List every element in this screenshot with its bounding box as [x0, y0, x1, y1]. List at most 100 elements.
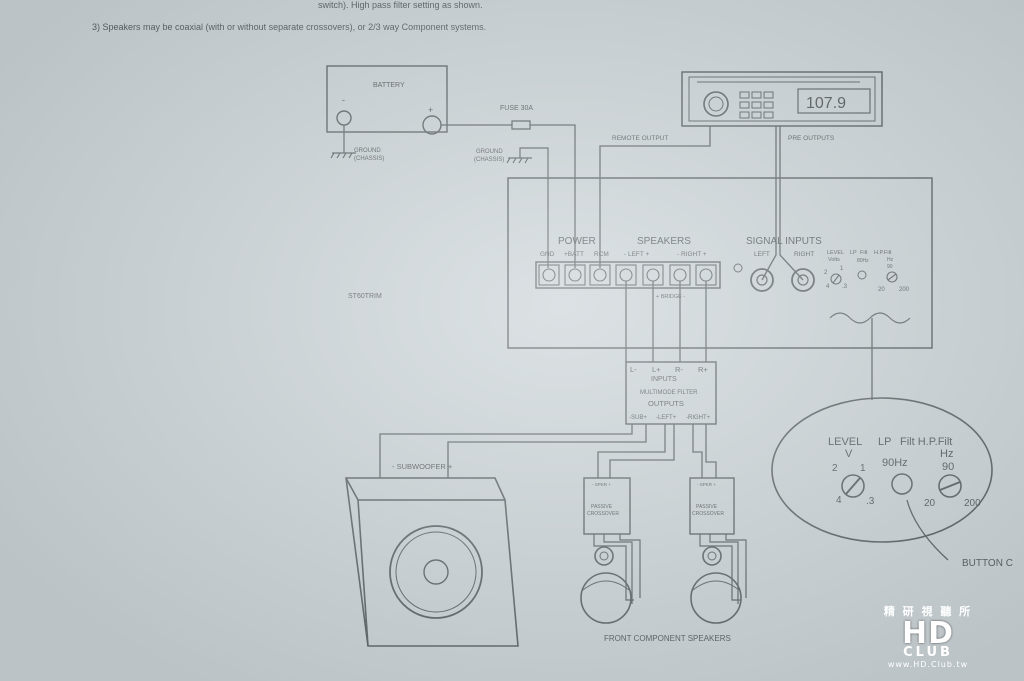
level-mark-4: 4	[826, 284, 830, 290]
amp-ground-label-2: (CHASSIS)	[474, 157, 504, 163]
zoom-hp-mark-200: 200	[964, 498, 981, 509]
zoom-lp-label: LP	[878, 436, 891, 448]
rca-left-label: LEFT	[754, 251, 770, 258]
signal-heading: SIGNAL INPUTS	[746, 236, 822, 247]
button-callout: BUTTON C	[962, 558, 1013, 569]
left-crossover-label-1: PASSIVE	[591, 504, 613, 510]
controls-zoom: LEVEL V LP Filt H.P.Filt 90Hz Hz 90 2 1 …	[771, 397, 1013, 569]
terminal-label-left: - LEFT +	[624, 251, 650, 258]
speakers-heading: SPEAKERS	[637, 236, 691, 247]
head-unit-buttons	[739, 91, 774, 119]
filter-input-r-minus: R-	[675, 365, 683, 374]
left-crossover: - SPKR + PASSIVE CROSSOVER	[583, 477, 631, 535]
filt-label: Filt	[860, 250, 868, 256]
battery-neg-label: -	[342, 95, 345, 105]
amplifier: ST60TRIM POWER SPEAKERS SIGNAL INPUTS GN…	[348, 177, 933, 349]
zoom-hz-label: Hz	[940, 448, 953, 460]
watermark-club: CLUB	[903, 645, 953, 660]
zoom-level-label: LEVEL	[828, 436, 862, 448]
zoom-hp-mark-20: 20	[924, 498, 936, 509]
right-component-speaker	[690, 546, 742, 624]
battery: BATTERY - +	[326, 65, 448, 135]
lp-freq-label: 80Hz	[857, 258, 869, 264]
fuse	[511, 120, 531, 130]
level-label: LEVEL	[827, 250, 844, 256]
hp-top-label: 90	[887, 264, 893, 270]
left-tweeter	[594, 546, 614, 566]
fuse-label: FUSE 30A	[500, 105, 533, 112]
front-speakers-label: FRONT COMPONENT SPEAKERS	[604, 634, 731, 643]
filter-output-right: -RIGHT+	[686, 415, 711, 421]
subwoofer-dustcap	[423, 559, 449, 585]
filter-name: MULTIMODE FILTER	[640, 390, 698, 396]
frequency-display-text: 107.9	[806, 95, 846, 112]
filter-input-r-plus: R+	[698, 365, 708, 374]
right-crossover-label-2: CROSSOVER	[692, 511, 724, 517]
left-component-speaker	[580, 546, 632, 624]
crossover-wires	[597, 424, 717, 478]
left-crossover-tag: - SPKR +	[592, 482, 611, 487]
zoom-lp-freq: 90Hz	[882, 457, 908, 469]
battery-neg-terminal	[336, 110, 352, 126]
level-mark-2: 2	[824, 270, 828, 276]
hp-mark-20: 20	[878, 287, 885, 293]
filter-output-left: -LEFT+	[656, 415, 677, 421]
right-crossover-tag: - SPKR +	[697, 482, 716, 487]
terminal-label-gnd: GND	[540, 251, 555, 258]
zoom-lp-button	[891, 473, 913, 495]
lp-button	[857, 270, 867, 280]
watermark-hd: HD	[901, 616, 954, 651]
filter-outputs-title: OUTPUTS	[648, 399, 684, 408]
subwoofer-box	[345, 477, 519, 647]
amp-ground: GROUND (CHASSIS)	[474, 147, 549, 268]
bridge-label: + BRIDGE -	[656, 294, 685, 300]
volts-label: Volts	[828, 257, 840, 263]
level-mark-1: 1	[840, 266, 844, 272]
watermark-cn: 精 研 視 聽 所	[883, 605, 973, 618]
battery-title: BATTERY	[373, 82, 405, 89]
amp-ground-label-1: GROUND	[476, 149, 503, 155]
amp-controls: LEVEL Volts LP Filt 80Hz H.P.Filt Hz 90 …	[824, 250, 910, 293]
terminal-strip	[535, 261, 721, 289]
volume-knob	[703, 91, 729, 117]
right-crossover: - SPKR + PASSIVE CROSSOVER	[689, 477, 735, 535]
rca-right-label: RIGHT	[794, 251, 814, 258]
power-heading: POWER	[558, 236, 596, 247]
watermark-url: www.HD.Club.tw	[887, 660, 969, 669]
zoom-mark-3: .3	[866, 496, 875, 507]
zoom-brace	[829, 312, 911, 324]
filter-output-sub: -SUB+	[629, 415, 647, 421]
amp-model: ST60TRIM	[348, 293, 382, 300]
power-led	[733, 263, 743, 273]
head-unit: 107.9	[681, 71, 883, 127]
filter-input-l-minus: L-	[630, 365, 637, 374]
subwoofer-label: - SUBWOOFER +	[392, 462, 453, 471]
hp-mark-200: 200	[899, 287, 910, 293]
right-crossover-label-1: PASSIVE	[696, 504, 718, 510]
right-tweeter	[702, 546, 722, 566]
hp-label: H.P.Filt	[874, 250, 892, 256]
lp-label: LP	[850, 250, 857, 256]
remote-output-label: REMOTE OUTPUT	[612, 135, 668, 142]
filter-input-l-plus: L+	[652, 365, 661, 374]
filter-inputs-title: INPUTS	[651, 376, 677, 383]
speaker-wires	[593, 534, 747, 604]
battery-ground: GROUND (CHASSIS)	[330, 125, 384, 162]
terminal-label-right: - RIGHT +	[677, 251, 707, 258]
pre-outputs-label: PRE OUTPUTS	[788, 135, 835, 142]
subwoofer-wires: - SUBWOOFER +	[379, 424, 647, 478]
zoom-v-label: V	[845, 448, 853, 460]
zoom-filt-label: Filt H.P.Filt	[900, 436, 952, 448]
watermark-logo: 精 研 視 聽 所 HD CLUB www.HD.Club.tw	[880, 603, 976, 669]
battery-ground-label-1: GROUND	[354, 148, 381, 154]
hz-label: Hz	[887, 257, 894, 263]
zoom-hp-top: 90	[942, 461, 954, 473]
header-line-1: switch). High pass filter setting as sho…	[318, 0, 483, 10]
subwoofer-driver	[389, 525, 483, 619]
battery-ground-label-2: (CHASSIS)	[354, 156, 384, 162]
terminal-label-batt: +BATT	[564, 251, 584, 258]
terminal-label-rcm: RCM	[594, 251, 609, 258]
header-line-2: 3) Speakers may be coaxial (with or with…	[92, 22, 486, 32]
zoom-mark-1: 1	[860, 463, 866, 474]
